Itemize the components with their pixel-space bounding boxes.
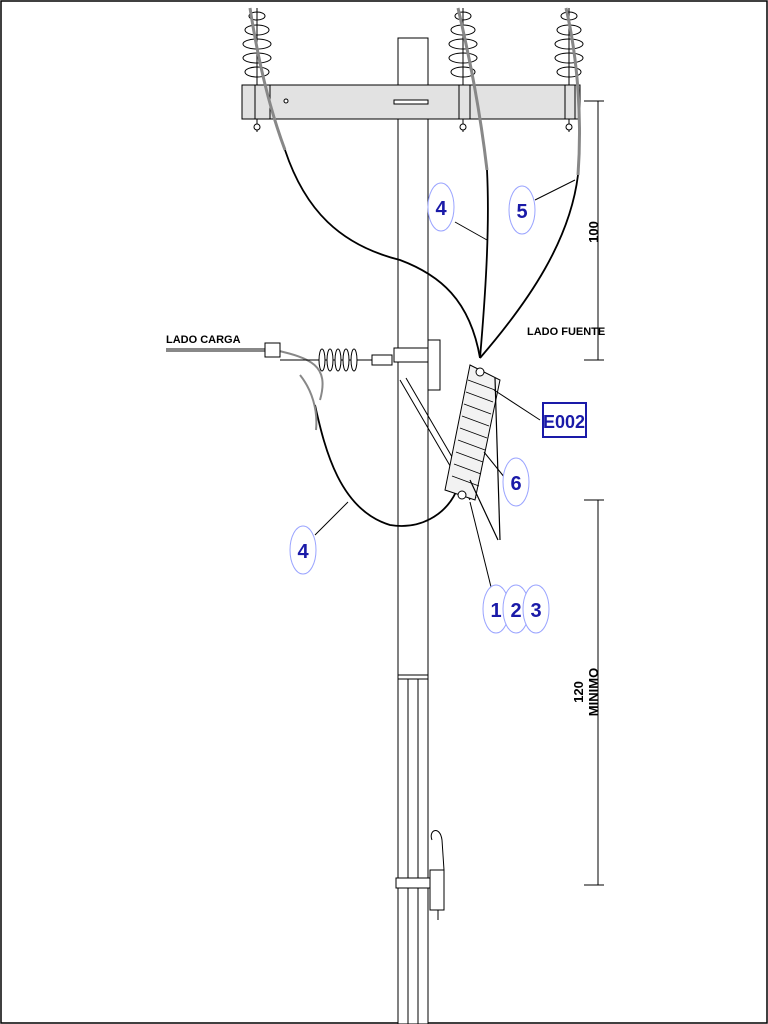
load-side-label: LADO CARGA: [166, 334, 241, 346]
callout-item-3: 3: [530, 600, 541, 622]
dimension-bottom: [584, 499, 604, 886]
fuse-cutout: [444, 364, 501, 541]
source-side-label: LADO FUENTE: [527, 326, 605, 338]
load-side-conductor: [166, 342, 393, 401]
crossarm: [241, 84, 581, 120]
callout-items-group: 1 2 3: [482, 584, 550, 634]
reference-code: E002: [543, 412, 585, 432]
pole-grounding-hardware: [395, 830, 445, 920]
line-conductors: [248, 7, 581, 176]
reference-code-box: [542, 402, 587, 438]
callout-cutout-body-number: 6: [510, 473, 521, 495]
insulator-left-icon: [242, 8, 272, 132]
leader-lines: [314, 179, 576, 596]
callout-cutout-body: 6: [502, 457, 530, 507]
callout-item-1: 1: [490, 600, 501, 622]
dimension-top-value: 100: [586, 221, 601, 243]
callout-lower-jumper: 4: [289, 525, 317, 575]
dimension-bottom-value: 120: [571, 681, 586, 703]
dimension-bottom-note: MINIMO: [586, 668, 601, 716]
callout-right-jumper-number: 5: [516, 201, 527, 223]
dimension-top: [584, 100, 604, 361]
jumper-wires: [284, 149, 579, 359]
pole: [397, 37, 429, 1024]
callout-item-2: 2: [510, 600, 521, 622]
callout-right-jumper: 5: [508, 185, 536, 235]
callout-upper-jumper: 4: [427, 182, 455, 232]
lower-jumper: [314, 404, 457, 527]
callout-lower-jumper-number: 4: [297, 541, 309, 563]
callout-upper-jumper-number: 4: [435, 198, 447, 220]
